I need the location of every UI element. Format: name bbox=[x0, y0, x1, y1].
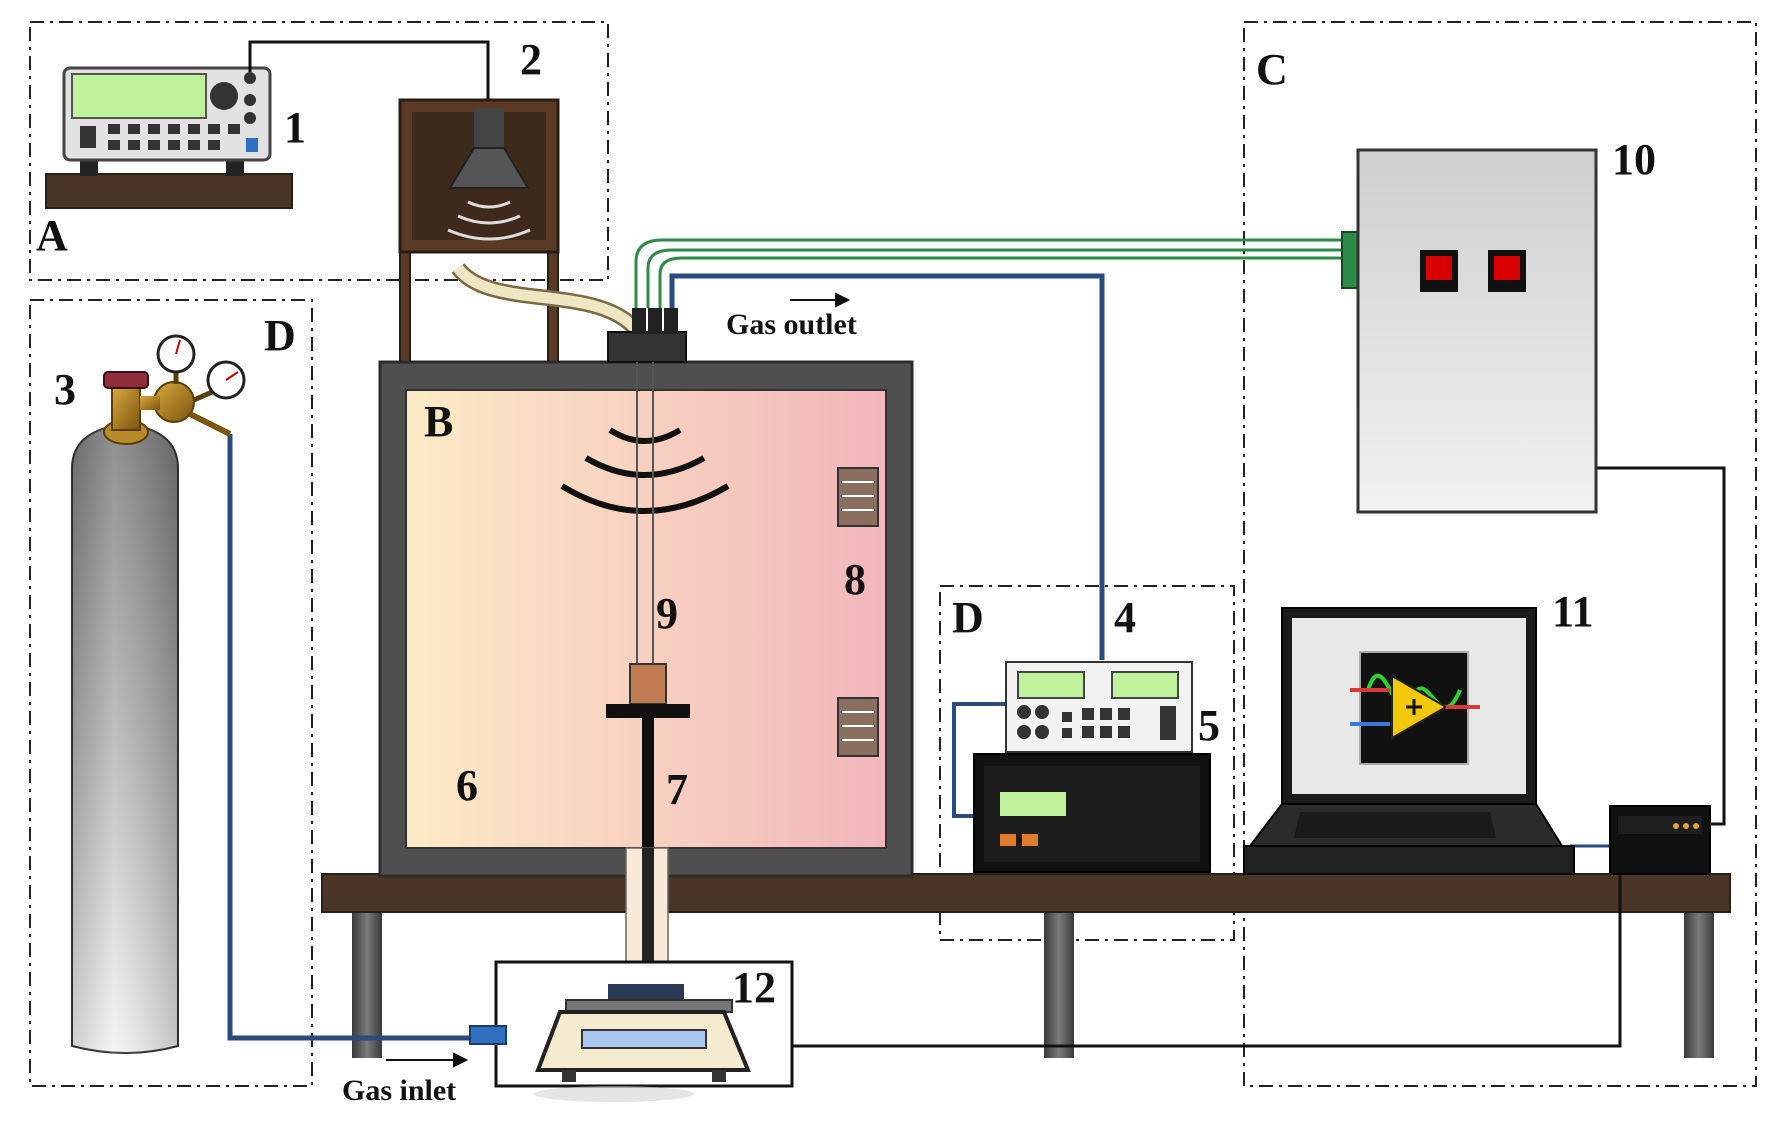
heater-icon bbox=[837, 467, 879, 757]
signal-cable bbox=[248, 40, 490, 108]
chamber bbox=[378, 308, 914, 878]
label-3: 3 bbox=[54, 365, 76, 414]
section-a-box bbox=[29, 21, 609, 281]
label-9: 9 bbox=[656, 589, 678, 638]
label-4: 4 bbox=[1114, 593, 1136, 642]
controlbox-daq-cable bbox=[1596, 466, 1726, 826]
sample-holder bbox=[606, 663, 690, 990]
controller-icon bbox=[1005, 661, 1193, 753]
label-10: 10 bbox=[1612, 135, 1656, 184]
label-8: 8 bbox=[844, 555, 866, 604]
speaker-icon bbox=[398, 98, 560, 363]
power-supply-icon bbox=[973, 753, 1211, 873]
label-12: 12 bbox=[732, 963, 776, 1012]
balance-cable bbox=[788, 856, 1622, 1048]
table bbox=[321, 873, 1731, 1058]
label-6: 6 bbox=[456, 761, 478, 810]
gas-outlet-pipe bbox=[669, 273, 1105, 660]
label-5: 5 bbox=[1198, 701, 1220, 750]
label-11: 11 bbox=[1552, 587, 1594, 636]
section-boxes bbox=[29, 21, 1757, 1087]
section-d-left-box bbox=[29, 299, 313, 1087]
table-leg-left bbox=[352, 912, 382, 1058]
control-box-icon bbox=[1341, 148, 1598, 514]
label-gas-outlet: Gas outlet bbox=[726, 308, 857, 341]
controller-cable bbox=[952, 702, 1008, 818]
label-section-d-left: D bbox=[264, 311, 296, 360]
labels: 1 2 3 4 5 6 7 8 9 10 11 12 A B C D D Gas… bbox=[36, 35, 1656, 1107]
thermocouple-wires bbox=[634, 238, 1346, 308]
suspension-wire bbox=[636, 362, 654, 670]
gas-inlet-pipe bbox=[227, 434, 480, 1041]
label-section-d-right: D bbox=[952, 593, 984, 642]
section-d-right-box bbox=[939, 585, 1235, 941]
label-2: 2 bbox=[520, 35, 542, 84]
gas-inlet-arrow bbox=[386, 1052, 469, 1068]
function-generator-icon bbox=[45, 66, 293, 209]
label-gas-inlet: Gas inlet bbox=[342, 1074, 456, 1107]
sound-waves bbox=[560, 427, 730, 514]
table-leg-mid bbox=[1044, 912, 1074, 1058]
label-section-b: B bbox=[424, 397, 453, 446]
section-c-box bbox=[1243, 21, 1757, 1087]
gas-outlet-arrow bbox=[790, 292, 851, 308]
daq-icon bbox=[1609, 805, 1711, 875]
balance-icon bbox=[469, 960, 794, 1102]
label-section-a: A bbox=[36, 211, 68, 260]
labview-icon bbox=[1350, 651, 1480, 765]
label-7: 7 bbox=[666, 765, 688, 814]
table-top bbox=[321, 873, 1731, 913]
label-section-c: C bbox=[1256, 45, 1288, 94]
table-leg-right bbox=[1684, 912, 1714, 1058]
label-1: 1 bbox=[284, 103, 306, 152]
gas-cylinder-icon bbox=[71, 334, 246, 1054]
